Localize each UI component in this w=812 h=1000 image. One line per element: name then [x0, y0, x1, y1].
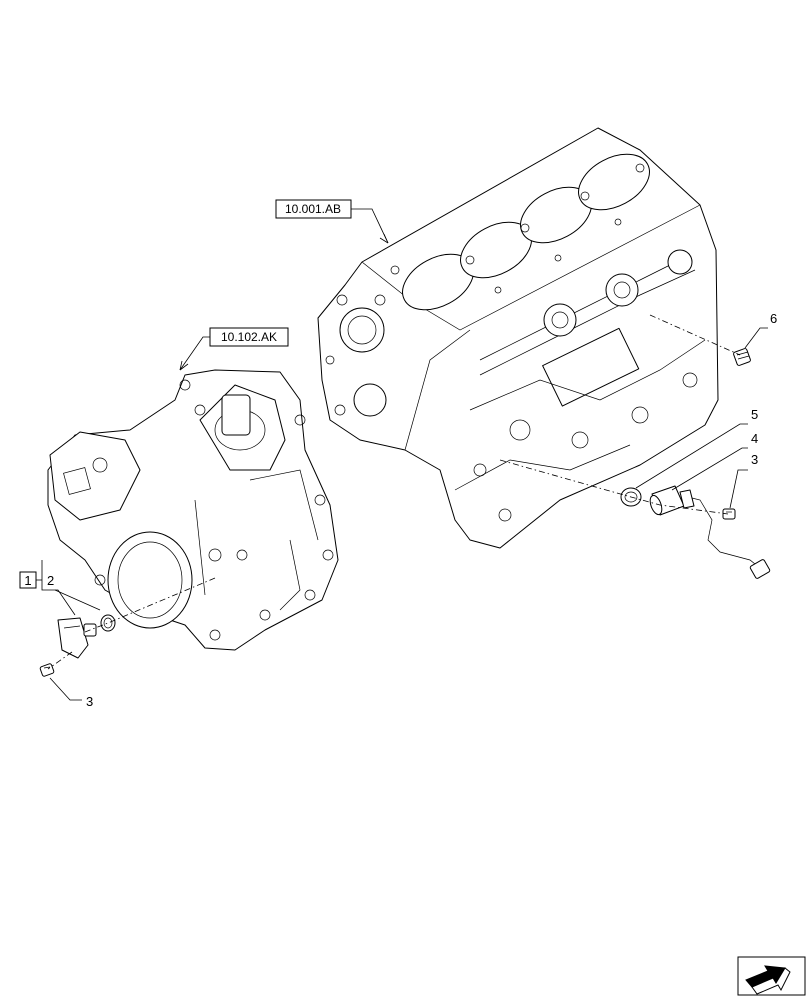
- timing-cover: [47, 369, 339, 651]
- callout-3-right-number[interactable]: 3: [751, 452, 758, 467]
- screw-part-3-left: [39, 663, 55, 677]
- next-page-arrow-icon[interactable]: [737, 956, 806, 996]
- sensor-part-2: [57, 617, 97, 659]
- assembly-line-left-screw: [47, 651, 73, 670]
- o-ring-part-2: [100, 614, 116, 632]
- reference-label-cover: 10.102.AK: [221, 330, 277, 344]
- callout-2-number[interactable]: 2: [47, 573, 54, 588]
- callout-6-number[interactable]: 6: [770, 311, 777, 326]
- callout-1-number: 1: [24, 573, 31, 588]
- plug-part-6: [733, 348, 751, 366]
- assembly-line-plug: [649, 314, 741, 356]
- assembly-line-right: [499, 459, 729, 515]
- callout-1[interactable]: 1: [19, 571, 37, 589]
- sensor-part-4: [649, 485, 771, 579]
- reference-label-block: 10.001.AB: [285, 202, 341, 216]
- engine-block: [317, 127, 719, 549]
- reference-box-block[interactable]: 10.001.AB: [275, 199, 352, 219]
- callout-4-number[interactable]: 4: [751, 431, 758, 446]
- callout-5-number[interactable]: 5: [751, 407, 758, 422]
- reference-box-cover[interactable]: 10.102.AK: [209, 327, 289, 347]
- callout-3-left-number[interactable]: 3: [86, 694, 93, 709]
- screw-part-3-right: [722, 508, 736, 520]
